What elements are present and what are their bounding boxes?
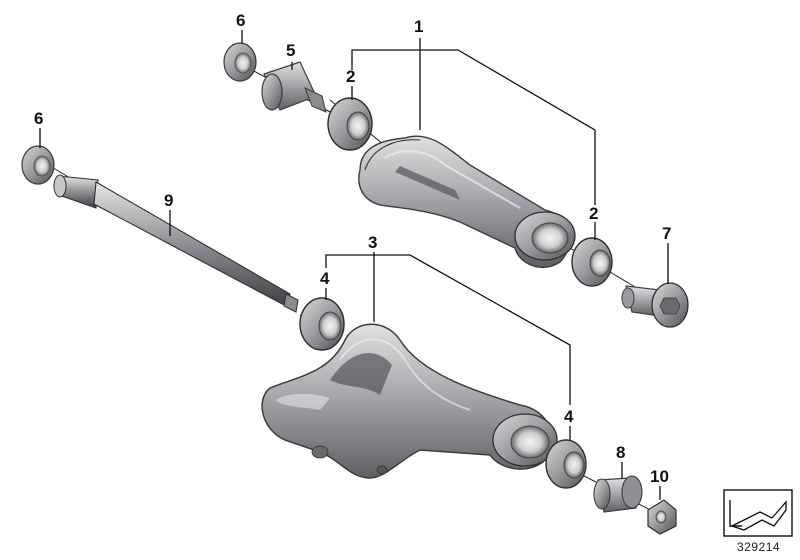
callout-6-upper: 6 — [236, 11, 245, 30]
part-7-bolt — [621, 282, 689, 328]
callout-8: 8 — [616, 443, 625, 462]
callout-labels: 1 2 5 6 6 9 2 3 4 7 4 8 10 — [34, 11, 671, 486]
part-4-lower-bearing-right — [545, 439, 587, 489]
part-2-upper-bearing-right — [571, 237, 613, 287]
callout-7: 7 — [662, 224, 671, 243]
part-6-lower-washer — [21, 145, 55, 185]
part-1-upper-control-arm — [358, 135, 576, 268]
callout-4-lower-right: 4 — [564, 407, 574, 426]
callout-1: 1 — [414, 17, 423, 36]
callout-9: 9 — [164, 191, 173, 210]
part-2-upper-bearing-left — [327, 97, 373, 151]
callout-10: 10 — [650, 467, 669, 486]
document-number: 329214 — [737, 540, 781, 554]
callout-4-lower-left: 4 — [320, 269, 330, 288]
part-3-lower-control-arm — [261, 323, 558, 479]
leader-lines — [39, 30, 669, 500]
callout-5: 5 — [286, 41, 295, 60]
callout-2-upper-right: 2 — [589, 204, 598, 223]
part-4-lower-bearing-left — [299, 297, 345, 351]
arrow-badge-icon — [723, 489, 793, 537]
callout-3: 3 — [368, 233, 377, 252]
part-8-sleeve — [593, 475, 643, 513]
part-10-nut — [647, 499, 677, 535]
part-5-bushing — [261, 61, 327, 113]
part-6-upper-washer — [223, 42, 257, 82]
part-9-shaft — [53, 174, 299, 313]
callout-2-upper-left: 2 — [346, 67, 355, 86]
callout-6-lower: 6 — [34, 109, 43, 128]
